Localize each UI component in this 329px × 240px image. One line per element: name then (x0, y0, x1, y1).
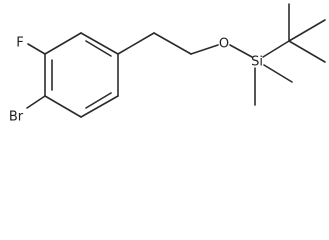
ring-bond-c2-c3 (80, 32, 119, 55)
bond-c-br (26, 95, 46, 109)
bond-si-tertbutyl (262, 40, 290, 58)
atom-oxygen-label: O (219, 37, 229, 52)
atom-silicon-label: Si (251, 55, 263, 70)
benzene-ring (44, 32, 119, 118)
ring-bond-c4-c5 (80, 95, 119, 118)
ring-bond-c5-c6 (44, 95, 82, 118)
molecule-structure: F Br O Si (9, 3, 326, 125)
bond-ch2-ch2 (153, 32, 192, 55)
ring-double-bond-inner-1 (85, 40, 112, 57)
atom-bromine-label: Br (9, 110, 24, 125)
atom-fluorine-label: F (16, 36, 23, 51)
ring-bond-c1-c2 (44, 32, 82, 55)
bond-o-si (229, 44, 253, 58)
bond-c-f (27, 43, 46, 55)
bond-ch2-o (190, 44, 219, 55)
bond-ring-ch2 (117, 32, 155, 55)
bond-tbu-methyl-b (288, 19, 326, 42)
bond-si-methyl-2 (263, 64, 293, 83)
structure-canvas: F Br O Si (9, 3, 326, 125)
bond-tbu-methyl-c (288, 40, 326, 63)
ring-double-bond-inner-2 (85, 92, 112, 109)
